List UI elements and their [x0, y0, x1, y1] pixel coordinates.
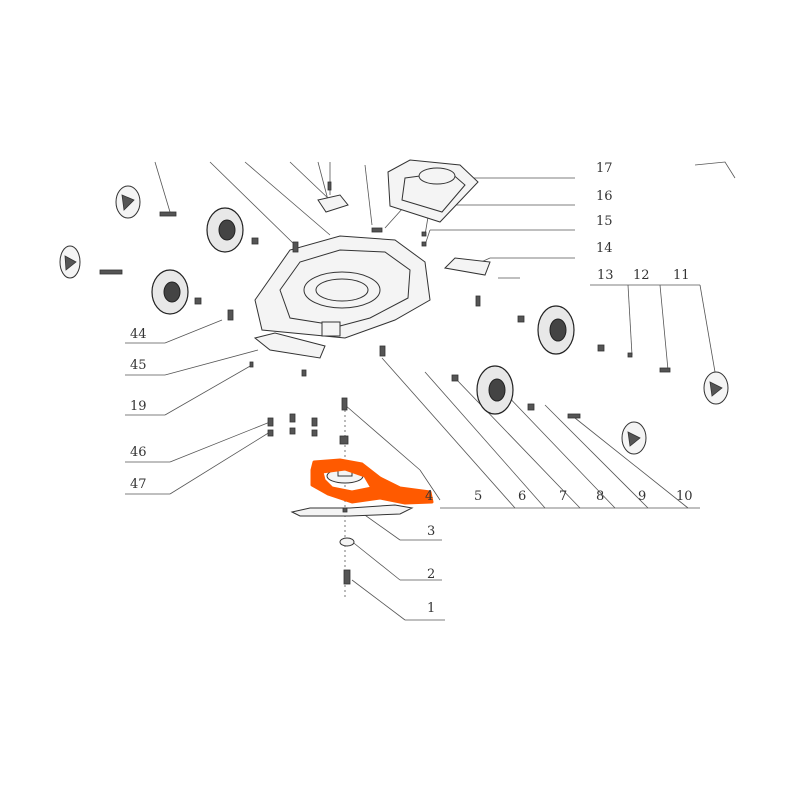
callout-12: 12	[633, 268, 650, 283]
hubcaps	[59, 185, 729, 455]
callout-15: 15	[596, 214, 613, 229]
callout-4: 4	[425, 489, 434, 504]
callout-14: 14	[596, 241, 613, 256]
wheel-rear-right	[537, 305, 575, 355]
callout-6: 6	[518, 489, 527, 504]
washer	[339, 537, 355, 547]
rear-flap	[387, 159, 479, 223]
callout-16: 16	[596, 189, 613, 204]
wheel-front-left	[151, 269, 189, 315]
front-flap	[253, 332, 326, 359]
callout-46: 46	[130, 445, 147, 460]
top-bracket	[317, 181, 349, 213]
hardware	[99, 211, 671, 445]
callout-44: 44	[130, 327, 147, 342]
callout-47: 47	[130, 477, 147, 492]
blade-bolt	[343, 569, 351, 585]
callout-2: 2	[427, 567, 436, 582]
wheel-rear-left	[206, 207, 244, 253]
wheel-front-right	[476, 365, 514, 415]
callout-5: 5	[474, 489, 483, 504]
highlight-annotation	[310, 458, 434, 505]
callout-11: 11	[673, 268, 690, 283]
cutting-blade	[290, 504, 414, 517]
callout-7: 7	[559, 489, 568, 504]
mower-deck	[254, 235, 431, 339]
callout-13: 13	[597, 268, 614, 283]
callout-19: 19	[130, 399, 147, 414]
callout-1: 1	[427, 601, 436, 616]
leader-lines	[125, 161, 716, 621]
side-panel	[443, 257, 491, 276]
callout-8: 8	[596, 489, 605, 504]
callout-9: 9	[638, 489, 647, 504]
callout-3: 3	[427, 524, 436, 539]
corner-part	[694, 161, 736, 179]
callout-45: 45	[130, 358, 147, 373]
callout-10: 10	[676, 489, 693, 504]
callout-17: 17	[596, 161, 613, 176]
